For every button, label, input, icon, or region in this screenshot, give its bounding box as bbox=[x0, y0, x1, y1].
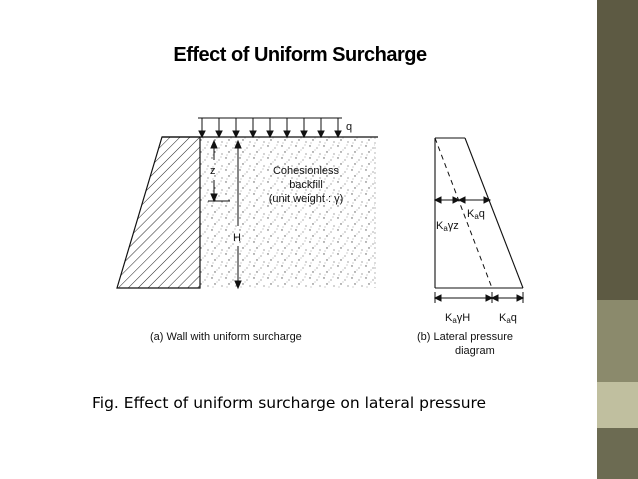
sidebar-bar-light bbox=[597, 382, 638, 428]
pressure-diagram-caption-line1: (b) Lateral pressure bbox=[417, 331, 513, 343]
kaq-bottom-label: Kaq bbox=[499, 312, 517, 325]
figure-caption: Fig. Effect of uniform surcharge on late… bbox=[92, 394, 487, 412]
backfill-soil bbox=[200, 137, 375, 288]
bottom-pressure-dimension bbox=[433, 292, 525, 303]
pressure-outer-line bbox=[464, 137, 524, 289]
pressure-diagram: Kaγz Kaq KaγH Kaq (b) Lateral pressure d… bbox=[417, 137, 525, 357]
backfill-label-line3: (unit weight : γ) bbox=[269, 193, 344, 205]
sidebar-bar-dark bbox=[597, 428, 638, 479]
retaining-wall bbox=[116, 136, 201, 289]
backfill-label-line2: backfill bbox=[289, 179, 323, 191]
surcharge-arrows bbox=[198, 117, 342, 139]
height-h-label: H bbox=[233, 232, 241, 244]
pressure-diagram-caption-line2: diagram bbox=[455, 345, 495, 357]
decorative-sidebar bbox=[597, 0, 638, 479]
backfill-label-line1: Cohesionless bbox=[273, 165, 340, 177]
wall-diagram-caption: (a) Wall with uniform surcharge bbox=[150, 331, 302, 343]
kaz-label: Kaγz bbox=[436, 220, 459, 233]
wall-diagram: q z H Cohesionless backfill (unit wei bbox=[116, 117, 378, 343]
depth-z-arrows bbox=[433, 196, 492, 204]
sidebar-bar-mid bbox=[597, 300, 638, 382]
slide-title: Effect of Uniform Surcharge bbox=[173, 44, 427, 66]
depth-z-label: z bbox=[210, 165, 216, 177]
height-h-dimension bbox=[234, 139, 242, 290]
kaq-label: Kaq bbox=[467, 208, 485, 221]
kah-bottom-label: KaγH bbox=[445, 312, 470, 325]
surcharge-label: q bbox=[346, 121, 352, 133]
depth-z-dimension bbox=[208, 139, 230, 203]
sidebar-bar-top bbox=[597, 0, 638, 300]
